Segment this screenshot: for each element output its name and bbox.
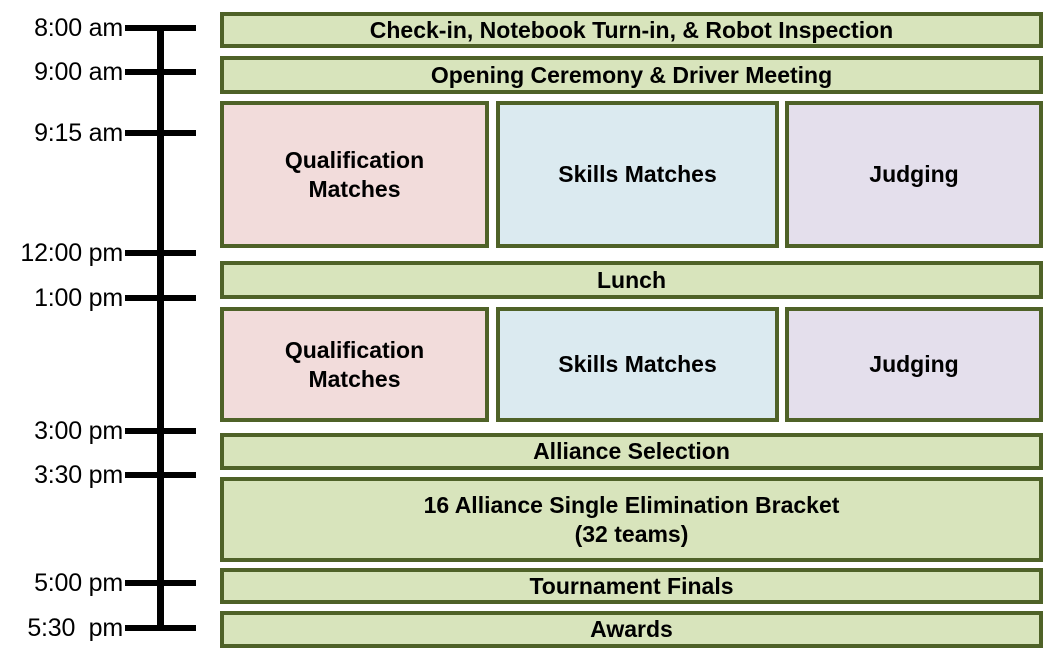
schedule-block-opening-ceremony[interactable]: Opening Ceremony & Driver Meeting	[220, 56, 1043, 94]
schedule-block-label: 16 Alliance Single Elimination Bracket (…	[423, 492, 840, 547]
schedule-block-judging-afternoon[interactable]: Judging	[785, 307, 1043, 422]
schedule-block-elimination-bracket[interactable]: 16 Alliance Single Elimination Bracket (…	[220, 477, 1043, 562]
schedule-block-alliance-selection[interactable]: Alliance Selection	[220, 433, 1043, 470]
schedule-block-label: Skills Matches	[558, 351, 717, 378]
schedule-block-label: Judging	[869, 161, 959, 188]
timeline-tick-label: 9:15 am	[34, 119, 123, 147]
schedule-block-label: Awards	[590, 616, 673, 643]
schedule-block-check-in[interactable]: Check-in, Notebook Turn-in, & Robot Insp…	[220, 12, 1043, 48]
schedule-block-label: Tournament Finals	[529, 572, 734, 599]
timeline-spine	[157, 28, 164, 628]
timeline-tick-mark	[125, 25, 196, 31]
timeline-tick-label: 5:00 pm	[34, 569, 123, 597]
timeline-tick-label: 1:00 pm	[34, 284, 123, 312]
timeline-tick-mark	[125, 69, 196, 75]
schedule-block-judging-morning[interactable]: Judging	[785, 101, 1043, 248]
timeline-tick-mark	[125, 580, 196, 586]
timeline-tick-mark	[125, 130, 196, 136]
schedule-block-label: Lunch	[597, 266, 666, 293]
schedule-block-skills-matches-afternoon[interactable]: Skills Matches	[496, 307, 779, 422]
timeline-tick-mark	[125, 250, 196, 256]
schedule-block-awards[interactable]: Awards	[220, 611, 1043, 648]
schedule-block-lunch[interactable]: Lunch	[220, 261, 1043, 299]
schedule-block-qualification-matches-morning[interactable]: Qualification Matches	[220, 101, 489, 248]
schedule-block-label: Qualification Matches	[284, 147, 425, 202]
timeline-tick-label: 9:00 am	[34, 58, 123, 86]
schedule-block-label: Opening Ceremony & Driver Meeting	[430, 61, 833, 88]
timeline-tick-label: 8:00 am	[34, 14, 123, 42]
schedule-block-label: Qualification Matches	[284, 337, 425, 392]
schedule-block-qualification-matches-afternoon[interactable]: Qualification Matches	[220, 307, 489, 422]
timeline-tick-label: 3:30 pm	[34, 461, 123, 489]
schedule-block-label: Alliance Selection	[533, 438, 730, 465]
timeline-axis: 8:00 am 9:00 am 9:15 am 12:00 pm 1:00 pm 3:00…	[0, 0, 215, 660]
schedule-block-skills-matches-morning[interactable]: Skills Matches	[496, 101, 779, 248]
schedule-block-label: Skills Matches	[558, 161, 717, 188]
schedule-block-label: Judging	[869, 351, 959, 378]
timeline-tick-label: 3:00 pm	[34, 417, 123, 445]
timeline-tick-label: 12:00 pm	[20, 239, 123, 267]
timeline-tick-label: 5:30 pm	[27, 614, 123, 642]
timeline-tick-mark	[125, 472, 196, 478]
timeline-tick-mark	[125, 625, 196, 631]
schedule-block-tournament-finals[interactable]: Tournament Finals	[220, 568, 1043, 604]
timeline-tick-mark	[125, 428, 196, 434]
timeline-tick-mark	[125, 295, 196, 301]
schedule-block-label: Check-in, Notebook Turn-in, & Robot Insp…	[369, 16, 894, 43]
